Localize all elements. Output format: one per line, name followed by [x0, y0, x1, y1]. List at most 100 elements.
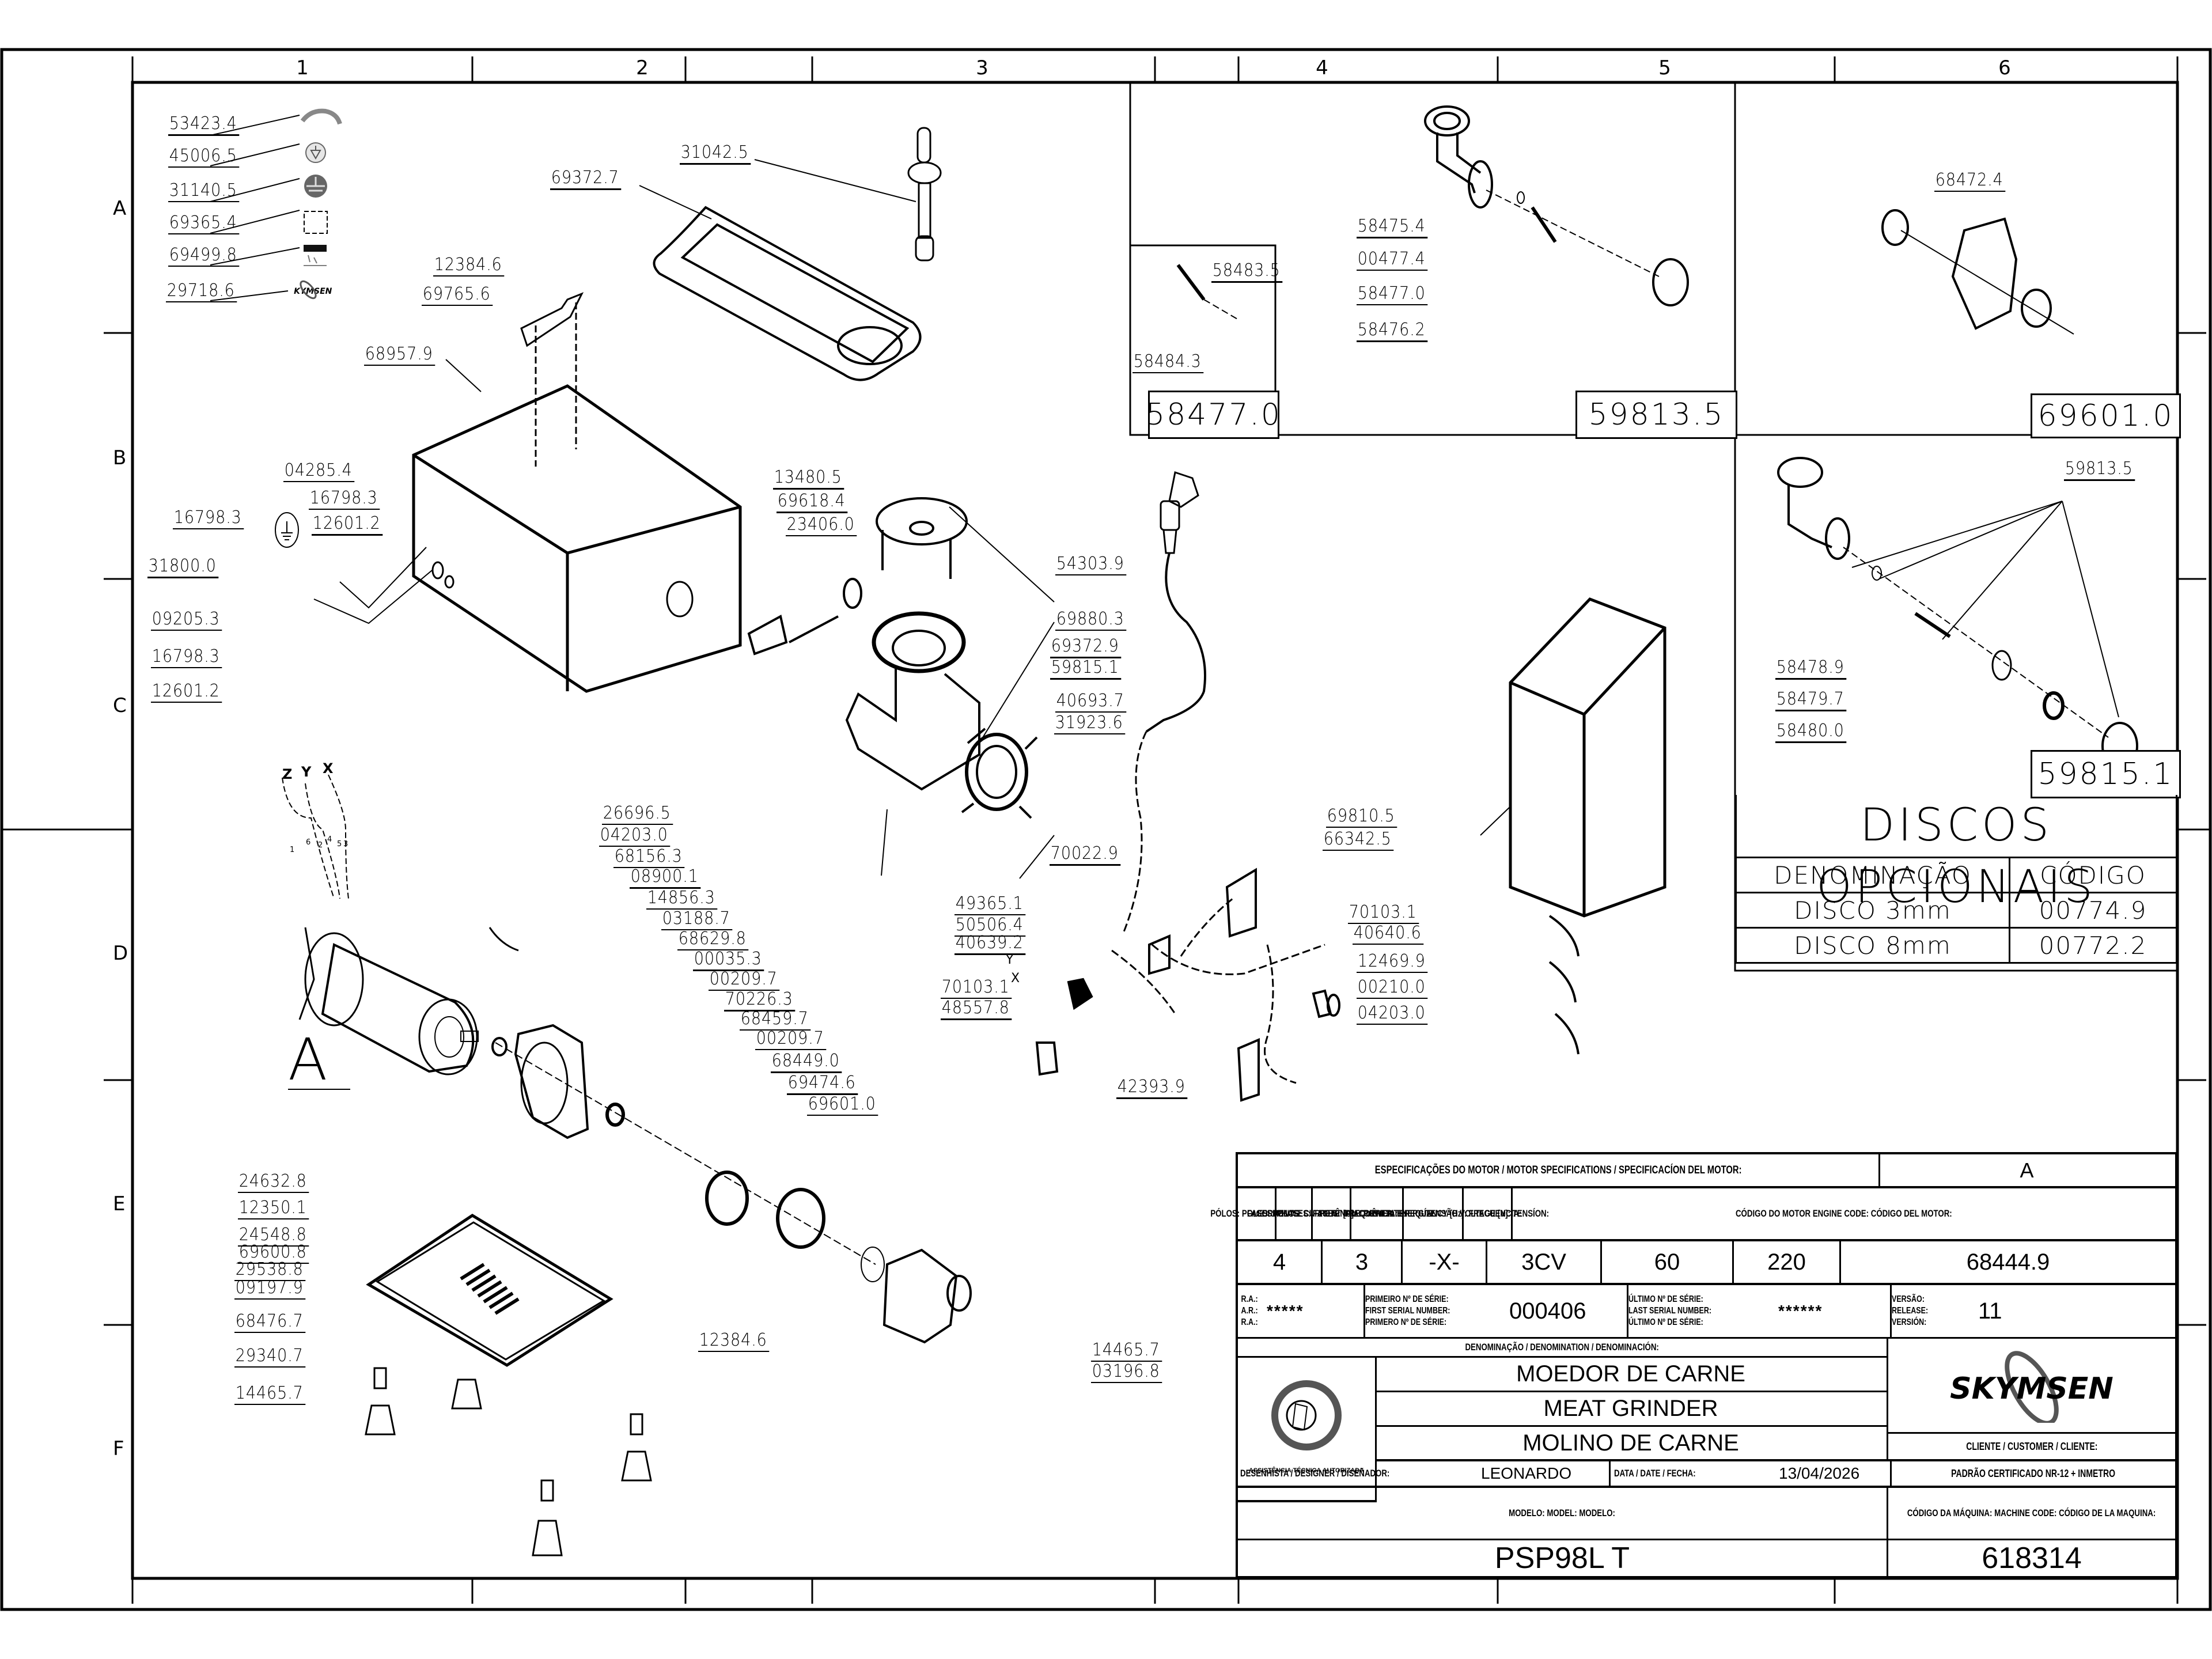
- part-label[interactable]: 00209.7: [755, 1029, 827, 1050]
- disc-name: DISCO 3mm: [1735, 892, 2010, 929]
- optional-discs-table: DENOMINAÇÃO CÓDIGO DISCO 3mm 00774.9 DIS…: [1735, 857, 2177, 964]
- wire-number: 3: [343, 840, 349, 849]
- part-label[interactable]: 04203.0: [599, 825, 671, 847]
- part-label[interactable]: 68156.3: [613, 847, 685, 868]
- phase-label-z: Z: [282, 766, 293, 782]
- part-label[interactable]: 04203.0: [1357, 1003, 1428, 1025]
- part-label[interactable]: 68459.7: [740, 1009, 811, 1031]
- spec-value-frequency: 60: [1602, 1241, 1734, 1283]
- wiring-drawing: [1111, 731, 1325, 1084]
- part-label[interactable]: 68449.0: [771, 1051, 842, 1073]
- part-label[interactable]: 12601.2: [312, 514, 383, 536]
- part-label[interactable]: 26696.5: [602, 804, 673, 825]
- legend-code: 45006.5: [168, 146, 240, 168]
- ground-screws-drawing: [275, 512, 433, 624]
- part-label[interactable]: 40693.7: [1055, 691, 1127, 713]
- part-label[interactable]: 31042.5: [680, 143, 751, 165]
- legend-icons: SKYMSEN: [294, 108, 342, 300]
- part-label[interactable]: 14856.3: [646, 888, 718, 910]
- assembly-code-box: 59815.1: [2031, 750, 2181, 798]
- inset-part-label[interactable]: 58480.0: [1775, 721, 1847, 743]
- contactor-y-label: Y: [1006, 953, 1014, 967]
- feeder-inset-drawing: [1176, 105, 1689, 320]
- part-label[interactable]: 69880.3: [1055, 609, 1127, 631]
- part-label[interactable]: 70226.3: [724, 990, 796, 1012]
- part-label[interactable]: 69601.0: [807, 1094, 878, 1116]
- part-label[interactable]: 16798.3: [151, 647, 222, 668]
- inset-part-label[interactable]: 59813.5: [2064, 459, 2135, 481]
- spec-value-poles: 4: [1238, 1241, 1323, 1283]
- part-label[interactable]: 12469.9: [1357, 952, 1428, 973]
- part-label[interactable]: 70103.1: [941, 978, 1012, 999]
- part-label[interactable]: 03188.7: [661, 909, 733, 930]
- part-label[interactable]: 70022.9: [1050, 844, 1121, 866]
- part-label[interactable]: 16798.3: [173, 508, 244, 529]
- part-label[interactable]: 29538.8: [234, 1260, 306, 1281]
- name-spanish: MOLINO DE CARNE: [1375, 1427, 1888, 1461]
- part-label[interactable]: 69618.4: [777, 491, 848, 513]
- part-label[interactable]: 12350.1: [238, 1198, 309, 1219]
- part-label[interactable]: 13480.5: [773, 468, 844, 490]
- part-label[interactable]: 12601.2: [151, 681, 222, 703]
- part-label[interactable]: 42393.9: [1116, 1077, 1188, 1099]
- part-label[interactable]: 24548.8: [238, 1225, 309, 1247]
- part-label[interactable]: 29340.7: [234, 1346, 306, 1368]
- legend-code: 69365.4: [168, 213, 240, 234]
- part-label[interactable]: 69474.6: [787, 1073, 858, 1095]
- part-label[interactable]: 68957.9: [364, 344, 435, 366]
- part-label[interactable]: 68629.8: [677, 929, 749, 950]
- part-label[interactable]: 09205.3: [151, 609, 222, 631]
- part-label[interactable]: 31800.0: [147, 556, 219, 578]
- part-label[interactable]: 16798.3: [309, 488, 380, 510]
- inset-part-label[interactable]: 68472.4: [1934, 171, 2006, 192]
- inset-part-label[interactable]: 58477.0: [1357, 284, 1428, 305]
- row-label: B: [113, 446, 127, 469]
- part-label[interactable]: 68476.7: [234, 1312, 306, 1333]
- part-label[interactable]: 66342.5: [1323, 830, 1394, 851]
- part-label[interactable]: 14465.7: [1091, 1340, 1162, 1362]
- part-label[interactable]: 69600.8: [238, 1243, 309, 1264]
- part-label[interactable]: 54303.9: [1055, 554, 1127, 575]
- inset-part-label[interactable]: 58475.4: [1357, 217, 1428, 238]
- skymsen-logo-label-icon: SKYMSEN: [294, 280, 332, 300]
- part-label[interactable]: 40639.2: [955, 933, 1026, 955]
- spec-header-row: PÓLOS: POLES: POLOS: FASES: PHASES: FASE…: [1211, 1188, 2175, 1241]
- svg-text:SKYMSEN: SKYMSEN: [294, 287, 332, 296]
- part-label[interactable]: 69810.5: [1326, 806, 1397, 828]
- part-label[interactable]: 00210.0: [1357, 978, 1428, 999]
- part-label[interactable]: 31923.6: [1054, 713, 1126, 734]
- part-label[interactable]: 23406.0: [786, 515, 857, 536]
- part-label[interactable]: 04285.4: [283, 461, 355, 482]
- inset-part-label[interactable]: 00477.4: [1357, 249, 1428, 271]
- part-label[interactable]: 09197.9: [234, 1278, 306, 1300]
- part-label[interactable]: 50506.4: [955, 915, 1026, 937]
- part-label[interactable]: 70103.1: [1348, 903, 1419, 924]
- part-label[interactable]: 12384.6: [433, 255, 505, 276]
- part-label[interactable]: 24632.8: [238, 1172, 309, 1193]
- brand-logo: SKYMSEN: [1888, 1339, 2175, 1434]
- part-label[interactable]: 48557.8: [941, 998, 1012, 1020]
- inset-part-label[interactable]: 58484.3: [1132, 352, 1204, 373]
- part-label[interactable]: 14465.7: [234, 1384, 306, 1405]
- part-label[interactable]: 69372.9: [1050, 637, 1122, 658]
- part-label[interactable]: 03196.8: [1091, 1362, 1162, 1383]
- row-label: C: [113, 694, 127, 717]
- inset-part-label[interactable]: 58476.2: [1357, 320, 1428, 342]
- inset-part-label[interactable]: 58478.9: [1775, 658, 1847, 680]
- table-row: DISCO 8mm 00772.2: [1735, 927, 2177, 964]
- part-label[interactable]: 40640.6: [1353, 923, 1424, 945]
- part-label[interactable]: 69765.6: [422, 285, 493, 306]
- part-label[interactable]: 59815.1: [1050, 658, 1122, 680]
- legend-code: 31140.5: [168, 181, 240, 202]
- table-row: DISCO 3mm 00774.9: [1735, 892, 2177, 929]
- part-label[interactable]: 12384.6: [698, 1331, 770, 1352]
- machine-code-label: CÓDIGO DA MÁQUINA: MACHINE CODE: CÓDIGO …: [1907, 1508, 2156, 1518]
- part-label[interactable]: 69372.7: [550, 168, 622, 190]
- part-label[interactable]: 00209.7: [709, 969, 780, 991]
- part-label[interactable]: 00035.3: [693, 949, 764, 971]
- inset-part-label[interactable]: 58479.7: [1775, 690, 1847, 711]
- part-label[interactable]: 08900.1: [630, 867, 701, 889]
- part-label[interactable]: 49365.1: [955, 894, 1026, 915]
- customer-label-cell: CLIENTE / CUSTOMER / CLIENTE:: [1888, 1434, 2175, 1461]
- inset-part-label[interactable]: 58483.5: [1211, 261, 1283, 283]
